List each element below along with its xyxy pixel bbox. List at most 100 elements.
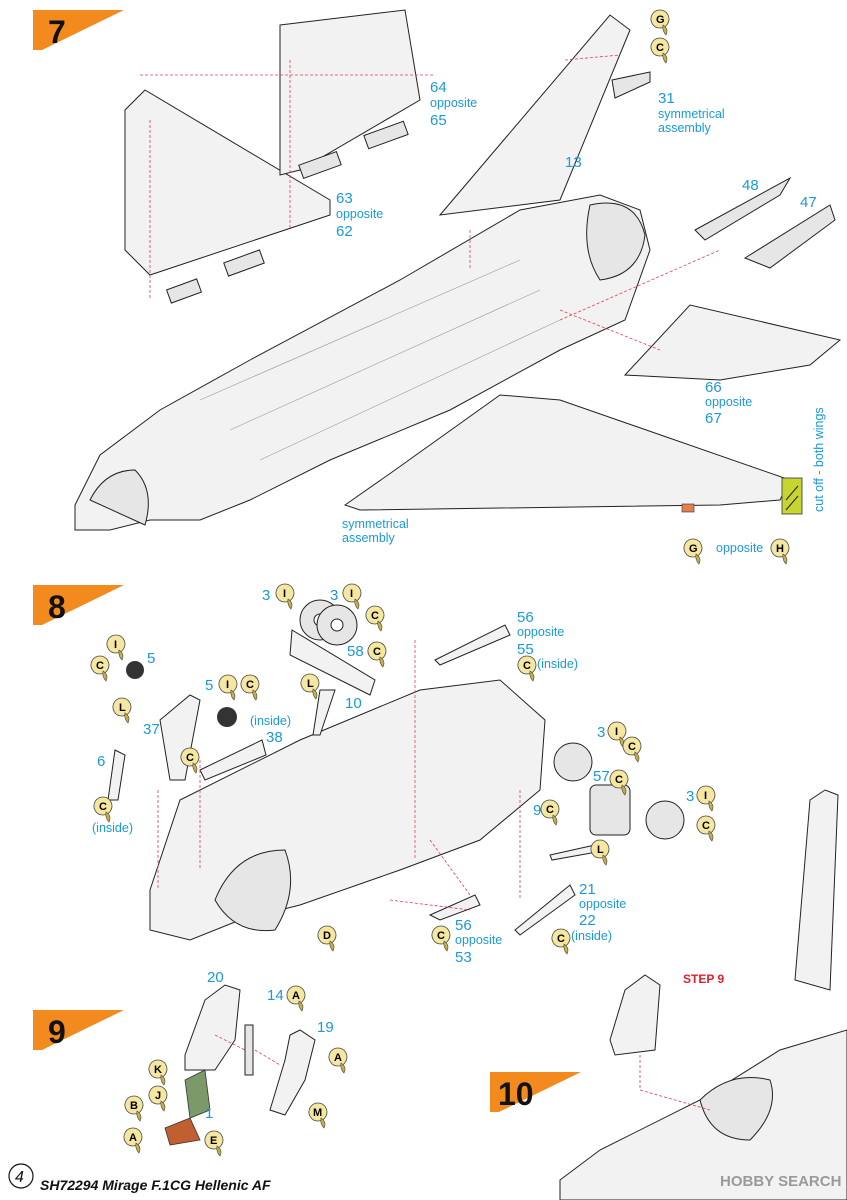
- paint-badge-k: K: [148, 1059, 168, 1086]
- svg-text:K: K: [154, 1064, 162, 1076]
- paint-badge-e: E: [204, 1130, 224, 1157]
- label-inside-1: (inside): [537, 657, 578, 671]
- svg-text:L: L: [119, 702, 126, 714]
- svg-text:C: C: [656, 42, 664, 54]
- vertical-tail-side: [794, 789, 839, 991]
- label-31-assembly: assembly: [658, 121, 712, 135]
- label-31: 31: [658, 90, 675, 107]
- svg-text:C: C: [437, 930, 445, 942]
- svg-text:I: I: [226, 679, 229, 691]
- paint-badge-i: I: [106, 634, 126, 661]
- label-37: 37: [143, 721, 160, 738]
- step-10-banner: [490, 1072, 581, 1112]
- part-48: [694, 176, 792, 241]
- svg-text:C: C: [557, 933, 565, 945]
- part-63: [223, 249, 265, 277]
- wing-tip-part: [681, 503, 695, 513]
- paint-badge-i: I: [342, 583, 362, 610]
- step-9: 9 20 14 19 1 A A K J B M A E: [33, 969, 348, 1157]
- part-37: [159, 694, 201, 781]
- svg-text:C: C: [615, 774, 623, 786]
- strut-main: [289, 629, 376, 696]
- svg-text:I: I: [615, 726, 618, 738]
- svg-text:L: L: [307, 678, 314, 690]
- paint-badge-i: I: [218, 674, 238, 701]
- svg-text:A: A: [334, 1052, 342, 1064]
- paint-badge-c: C: [696, 815, 716, 842]
- label-57: 57: [593, 768, 610, 785]
- label-20: 20: [207, 969, 224, 986]
- label-53: 53: [455, 949, 472, 966]
- paint-badge-c: C: [650, 37, 670, 64]
- paint-badge-c: C: [90, 655, 110, 682]
- step-9-reference: STEP 9: [683, 972, 724, 986]
- step-10-number: 10: [498, 1076, 534, 1112]
- kit-title: SH72294 Mirage F.1CG Hellenic AF: [40, 1177, 271, 1193]
- label-1: 1: [205, 1105, 213, 1122]
- part-14: [244, 1024, 254, 1076]
- paint-badge-c: C: [93, 796, 113, 823]
- paint-badge-c: C: [540, 799, 560, 826]
- part-56: [434, 624, 511, 666]
- label-10: 10: [345, 695, 362, 712]
- step-7-number: 7: [48, 14, 66, 50]
- svg-text:C: C: [373, 646, 381, 658]
- svg-text:C: C: [523, 660, 531, 672]
- label-inside-2: (inside): [250, 714, 291, 728]
- paint-badge-g2: G: [683, 538, 703, 565]
- fuselage: [74, 194, 651, 531]
- label-56b: 56: [455, 917, 472, 934]
- label-47: 47: [800, 194, 817, 211]
- paint-badge-g: G: [650, 9, 670, 36]
- svg-text:C: C: [546, 804, 554, 816]
- paint-badge-c: C: [622, 736, 642, 763]
- label-21: 21: [579, 881, 596, 898]
- label-13: 13: [565, 154, 582, 171]
- paint-badge-c: C: [180, 747, 200, 774]
- label-66-opposite: opposite: [705, 395, 752, 409]
- label-64-opposite: opposite: [430, 96, 477, 110]
- paint-badge-d: D: [317, 925, 337, 952]
- paint-badge-c: C: [609, 769, 629, 796]
- paint-badge-i: I: [275, 583, 295, 610]
- label-65: 65: [430, 112, 447, 129]
- label-31-symmetrical: symmetrical: [658, 107, 725, 121]
- label-3a: 3: [262, 587, 270, 604]
- page-number-circle: [8, 1163, 34, 1189]
- label-assembly: assembly: [342, 531, 396, 545]
- label-67: 67: [705, 410, 722, 427]
- svg-text:I: I: [704, 790, 707, 802]
- label-56: 56: [517, 609, 534, 626]
- label-symmetrical: symmetrical: [342, 517, 409, 531]
- svg-text:H: H: [776, 543, 784, 555]
- step-7-banner: [33, 10, 124, 50]
- part-64: [298, 150, 342, 180]
- label-3d: 3: [686, 788, 694, 805]
- svg-text:C: C: [628, 741, 636, 753]
- svg-text:I: I: [114, 639, 117, 651]
- svg-text:I: I: [350, 588, 353, 600]
- svg-text:C: C: [99, 801, 107, 813]
- label-cut-off: cut off - both wings: [812, 407, 826, 512]
- part-57: [589, 784, 631, 836]
- intake: [89, 469, 149, 526]
- part-21: [514, 884, 576, 936]
- part-19-seat-side: [269, 1029, 316, 1116]
- part-1-seat-base: [164, 1117, 201, 1146]
- paint-badge-i: I: [696, 785, 716, 812]
- paint-badge-c: C: [240, 674, 260, 701]
- svg-text:C: C: [96, 660, 104, 672]
- paint-badge-a: A: [328, 1047, 348, 1074]
- svg-text:C: C: [702, 820, 710, 832]
- label-38: 38: [266, 729, 283, 746]
- svg-text:B: B: [130, 1100, 138, 1112]
- paint-badge-b: B: [124, 1095, 144, 1122]
- paint-badge-c: C: [431, 925, 451, 952]
- svg-text:G: G: [689, 543, 698, 555]
- label-21-opposite: opposite: [579, 897, 626, 911]
- svg-text:J: J: [155, 1090, 161, 1102]
- part-62: [165, 278, 203, 304]
- paint-badge-m: M: [308, 1102, 328, 1129]
- svg-text:L: L: [597, 844, 604, 856]
